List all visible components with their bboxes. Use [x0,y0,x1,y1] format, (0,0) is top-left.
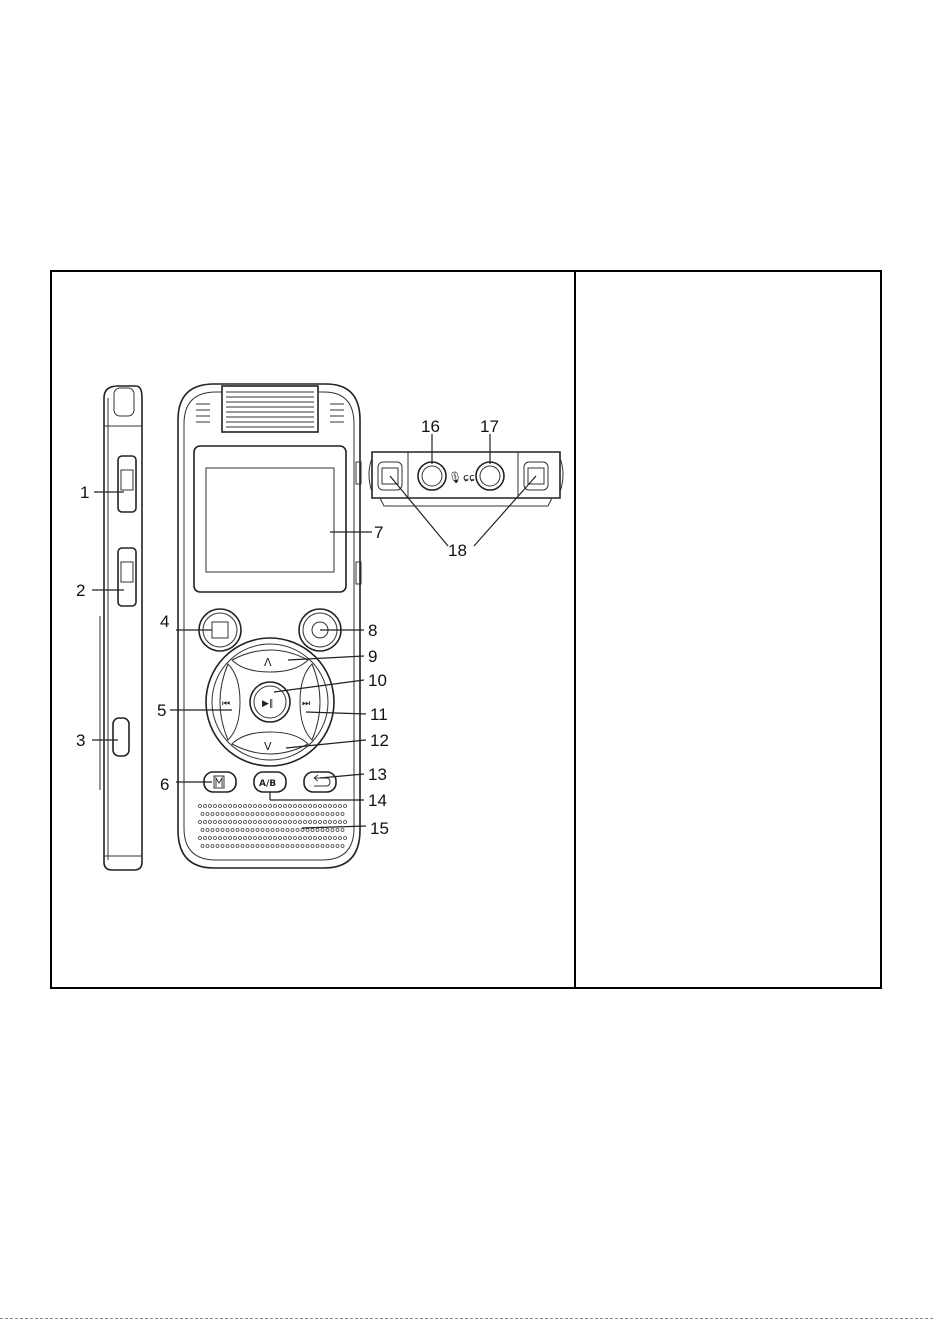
callout-15: 15 [370,819,389,838]
callout-18: 18 [448,541,467,560]
callout-17: 17 [480,417,499,436]
ab-repeat-button[interactable]: A/B [254,772,286,792]
usb-port[interactable] [113,718,129,756]
callout-13: 13 [368,765,387,784]
navigation-pad[interactable]: Λ V ⏮ ⏭ ▶‖ [206,638,334,766]
mode-switch[interactable] [118,548,136,606]
callout-12: 12 [370,731,389,750]
ab-label: A/B [259,779,276,789]
back-button[interactable] [304,772,336,792]
callout-5: 5 [157,701,166,720]
callout-14: 14 [368,791,387,810]
next-icon: ⏭ [302,699,310,709]
page-bottom-rule [0,1318,933,1319]
callout-16: 16 [421,417,440,436]
callout-2: 2 [76,581,85,600]
microphone-jack[interactable] [418,462,446,490]
down-icon: V [264,740,272,753]
headphone-icon: ɕɕ [463,471,475,484]
callout-8: 8 [368,621,377,640]
display-screen [194,446,346,592]
callout-11: 11 [370,705,388,724]
microphone-icon: 🎙 [448,471,462,484]
callout-10: 10 [368,671,387,690]
up-icon: Λ [264,656,272,669]
callout-6: 6 [160,775,169,794]
callout-9: 9 [368,647,377,666]
callout-7: 7 [374,523,383,542]
previous-icon: ⏮ [222,699,230,709]
hold-switch[interactable] [118,456,136,512]
callout-4: 4 [160,612,169,631]
side-view [100,386,142,870]
callout-3: 3 [76,731,85,750]
play-pause-icon: ▶‖ [262,699,273,709]
callout-1: 1 [80,483,89,502]
headphone-jack[interactable] [476,462,504,490]
